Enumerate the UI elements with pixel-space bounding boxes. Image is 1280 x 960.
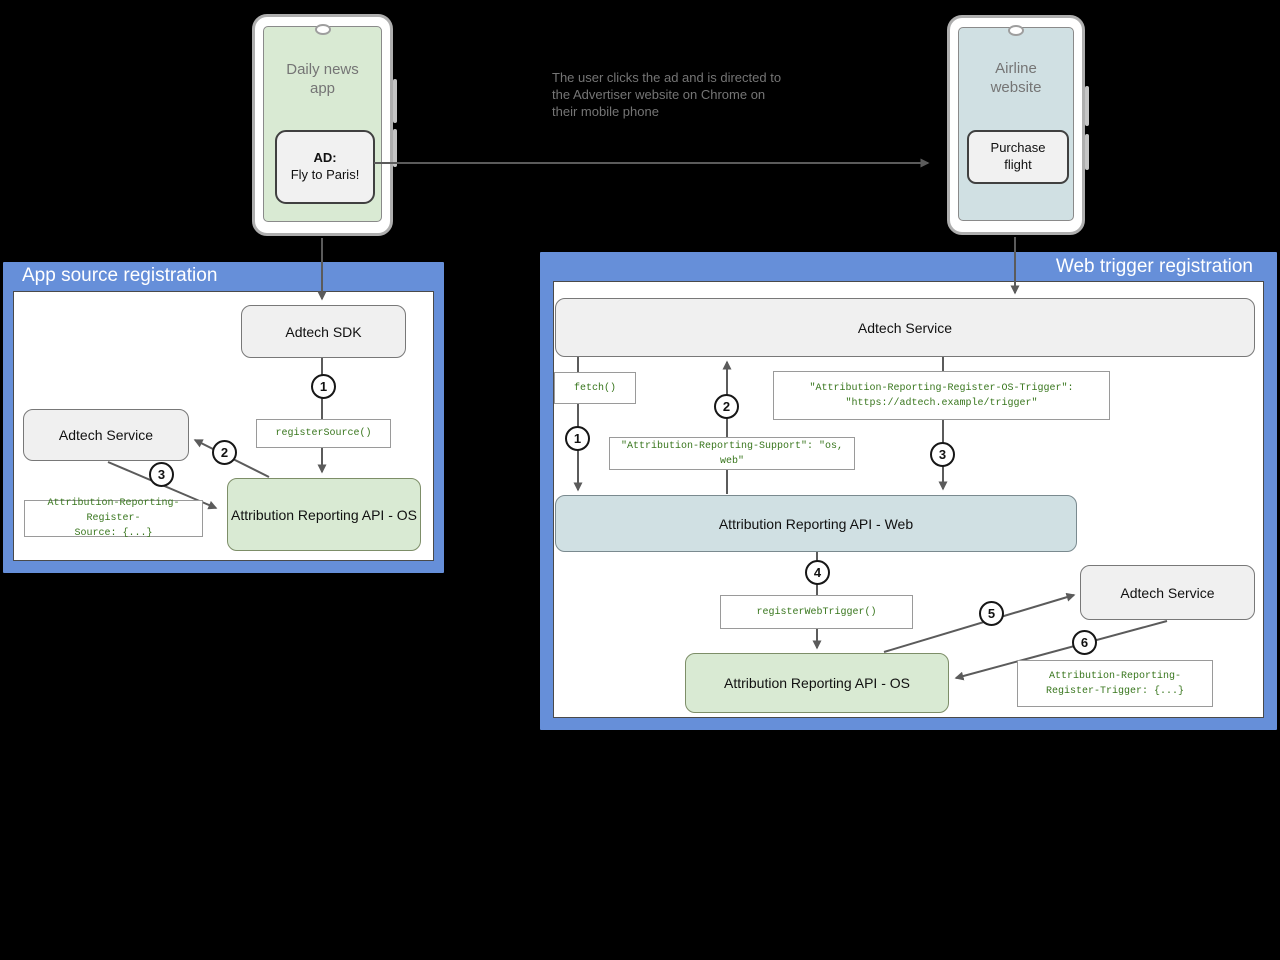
arrow-adtech-service-right-to-api-os (954, 620, 1168, 681)
panel-title: App source registration (22, 265, 218, 286)
ad-card[interactable]: AD: Fly to Paris! (275, 130, 375, 204)
node-attribution-api-os: Attribution Reporting API - OS (227, 478, 421, 551)
step-marker-2: 2 (714, 394, 739, 419)
code-register-os-trigger-header: "Attribution-Reporting-Register-OS-Trigg… (773, 371, 1110, 420)
phone-side-button (393, 129, 397, 167)
code-register-source-call: registerSource() (256, 419, 391, 448)
step-marker-1: 1 (311, 374, 336, 399)
node-adtech-service-right: Adtech Service (1080, 565, 1255, 620)
ad-card-body: Fly to Paris! (290, 167, 360, 182)
purchase-flight-label: Purchase flight (990, 140, 1046, 172)
code-register-source-header: Attribution-Reporting-Register- Source: … (24, 498, 203, 539)
phone-side-button (1085, 86, 1089, 126)
step-marker-5: 5 (979, 601, 1004, 626)
phone-camera-dot (1008, 25, 1024, 36)
site-name-label: Airline website (990, 60, 1042, 96)
node-adtech-service: Adtech Service (23, 409, 189, 461)
ad-card-title: AD: (313, 150, 337, 166)
code-register-trigger-header: Attribution-Reporting- Register-Trigger:… (1017, 660, 1213, 707)
app-name-label: Daily news app (286, 61, 359, 97)
step-marker-3: 3 (930, 442, 955, 467)
step-marker-6: 6 (1072, 630, 1097, 655)
panel-title: Web trigger registration (1055, 256, 1253, 277)
step-marker-1: 1 (565, 426, 590, 451)
step-marker-2: 2 (212, 440, 237, 465)
code-support-header: "Attribution-Reporting-Support": "os, we… (609, 437, 855, 470)
code-register-web-trigger-call: registerWebTrigger() (720, 595, 913, 629)
phone-screen (958, 27, 1074, 221)
user-click-annotation: The user clicks the ad and is directed t… (552, 70, 782, 119)
purchase-flight-button[interactable]: Purchase flight (967, 130, 1069, 184)
phone-side-button (393, 79, 397, 123)
phone-camera-dot (314, 24, 331, 35)
phone-side-button (1085, 134, 1089, 170)
node-adtech-service-top: Adtech Service (555, 298, 1255, 357)
node-adtech-sdk: Adtech SDK (241, 305, 406, 358)
phone-airline: Airline website Purchase flight (947, 15, 1089, 235)
code-fetch-call: fetch() (554, 372, 636, 404)
arrow-api-os-to-adtech-service-right (883, 592, 1076, 653)
node-attribution-api-os-right: Attribution Reporting API - OS (685, 653, 949, 713)
step-marker-3: 3 (149, 462, 174, 487)
node-attribution-api-web: Attribution Reporting API - Web (555, 495, 1077, 552)
phone-daily-news: Daily news app AD: Fly to Paris! (252, 14, 397, 236)
step-marker-4: 4 (805, 560, 830, 585)
